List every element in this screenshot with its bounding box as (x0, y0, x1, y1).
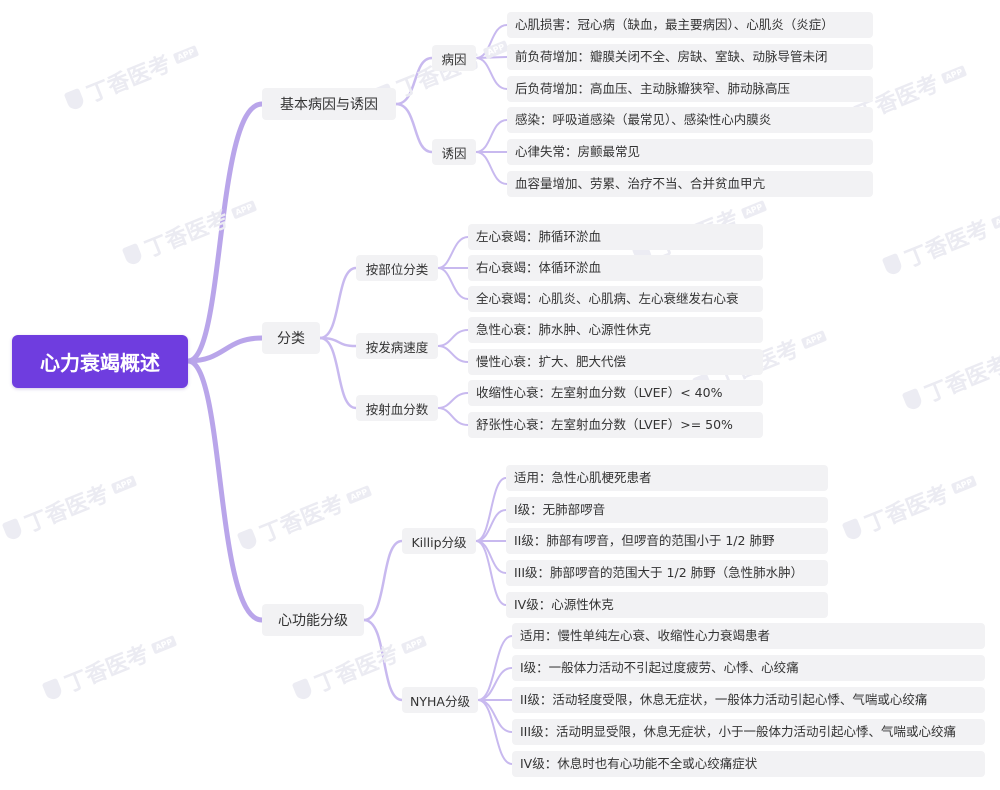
leaf-nyha-4[interactable]: III级：活动明显受限，休息无症状，小于一般体力活动引起心悸、气喘或心绞痛 (512, 719, 985, 745)
link-root-causes (185, 101, 265, 364)
leaf-speed-1[interactable]: 急性心衰：肺水肿、心源性休克 (468, 317, 763, 343)
leaf-site-1[interactable]: 左心衰竭：肺循环淤血 (468, 224, 763, 250)
node-by-site[interactable]: 按部位分类 (356, 255, 438, 281)
leaf-killip-2[interactable]: I级：无肺部啰音 (506, 497, 828, 523)
leaf-etiology-3[interactable]: 后负荷增加：高血压、主动脉瓣狭窄、肺动脉高压 (507, 76, 873, 102)
link-root-function (185, 358, 265, 623)
link-killip-leaf (475, 540, 507, 574)
link-func-nyha (362, 618, 404, 702)
leaf-killip-5[interactable]: IV级：心源性休克 (506, 592, 828, 618)
node-triggers[interactable]: 诱因 (432, 139, 476, 165)
node-etiology[interactable]: 病因 (432, 45, 476, 71)
link-etiology-leaf (475, 24, 508, 59)
leaf-etiology-1[interactable]: 心肌损害：冠心病（缺血，最主要病因）、心肌炎（炎症） (507, 12, 873, 38)
leaf-triggers-1[interactable]: 感染：呼吸道感染（最常见）、感染性心内膜炎 (507, 107, 873, 133)
link-causes-etiology (394, 56, 434, 106)
root-node[interactable]: 心力衰竭概述 (12, 335, 188, 388)
link-causes-triggers (394, 102, 434, 154)
node-nyha[interactable]: NYHA分级 (402, 687, 478, 713)
link-etiology-leaf (475, 57, 508, 90)
leaf-ef-1[interactable]: 收缩性心衰：左室射血分数（LVEF）< 40% (468, 380, 763, 406)
leaf-nyha-1[interactable]: 适用：慢性单纯左心衰、收缩性心力衰竭患者 (512, 623, 985, 649)
leaf-site-3[interactable]: 全心衰竭：心肌炎、心肌病、左心衰继发右心衰 (468, 286, 763, 312)
leaf-etiology-2[interactable]: 前负荷增加：瓣膜关闭不全、房缺、室缺、动脉导管未闭 (507, 44, 873, 70)
link-class-site (318, 266, 358, 340)
leaf-speed-2[interactable]: 慢性心衰：扩大、肥大代偿 (468, 349, 763, 375)
node-causes[interactable]: 基本病因与诱因 (262, 88, 396, 120)
leaf-nyha-5[interactable]: IV级：休息时也有心功能不全或心绞痛症状 (512, 751, 985, 777)
link-ef-leaf (437, 407, 469, 426)
link-speed-leaf (437, 345, 469, 363)
leaf-nyha-3[interactable]: II级：活动轻度受限，休息无症状，一般体力活动引起心悸、气喘或心绞痛 (512, 687, 985, 713)
leaf-triggers-3[interactable]: 血容量增加、劳累、治疗不当、合并贫血甲亢 (507, 171, 873, 197)
leaf-nyha-2[interactable]: I级：一般体力活动不引起过度疲劳、心悸、心绞痛 (512, 655, 985, 681)
link-nyha-leaf (477, 699, 513, 733)
leaf-triggers-2[interactable]: 心律失常：房颤最常见 (507, 139, 873, 165)
link-nyha-leaf (477, 667, 513, 701)
node-by-speed[interactable]: 按发病速度 (356, 333, 438, 359)
link-func-killip (362, 539, 404, 622)
link-killip-leaf (475, 477, 507, 542)
link-class-ef (318, 336, 358, 410)
node-by-ef[interactable]: 按射血分数 (356, 395, 438, 421)
link-ef-leaf (437, 392, 469, 409)
link-triggers-leaf (475, 119, 508, 153)
leaf-killip-1[interactable]: 适用：急性心肌梗死患者 (506, 465, 828, 491)
leaf-site-2[interactable]: 右心衰竭：体循环淤血 (468, 255, 763, 281)
link-site-leaf (437, 267, 469, 300)
node-function[interactable]: 心功能分级 (262, 604, 364, 636)
link-killip-leaf (475, 509, 507, 542)
link-nyha-leaf (477, 699, 513, 765)
leaf-killip-3[interactable]: II级：肺部有啰音，但啰音的范围小于 1/2 肺野 (506, 528, 828, 554)
link-speed-leaf (437, 329, 469, 347)
link-site-leaf (437, 236, 469, 269)
node-killip[interactable]: Killip分级 (402, 528, 476, 554)
link-root-classification (185, 335, 265, 364)
link-etiology-leaf (475, 56, 508, 59)
leaf-ef-2[interactable]: 舒张性心衰：左室射血分数（LVEF）>= 50% (468, 412, 763, 438)
link-killip-leaf (475, 540, 507, 606)
link-triggers-leaf (475, 151, 508, 185)
leaf-killip-4[interactable]: III级：肺部啰音的范围大于 1/2 肺野（急性肺水肿） (506, 560, 828, 586)
node-classification[interactable]: 分类 (262, 322, 320, 354)
link-nyha-leaf (477, 635, 513, 701)
